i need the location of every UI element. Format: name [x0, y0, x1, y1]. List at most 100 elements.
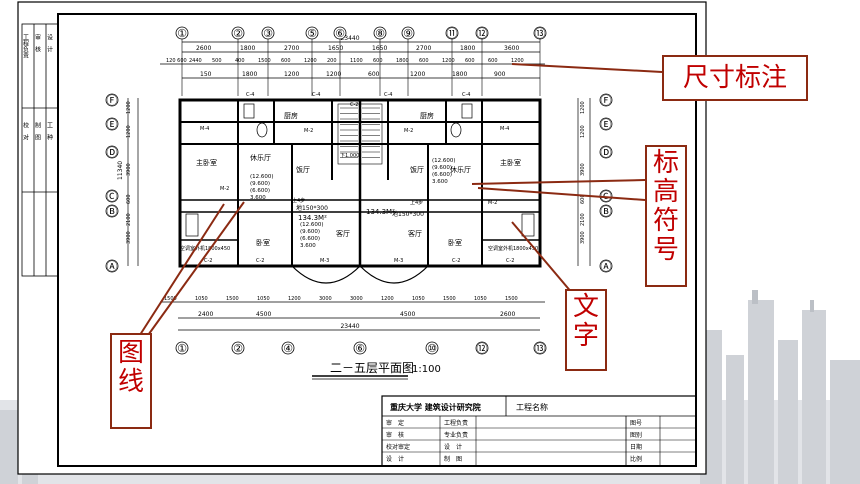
callout-leaders — [137, 63, 663, 339]
room-dining-left: 饭厅 — [296, 165, 310, 174]
title-block-right-label: 图号 — [630, 420, 642, 427]
axis-left-bubble-circle — [105, 145, 119, 159]
bottom-dimension-1: 1500 — [505, 296, 518, 302]
top-dimension-3: 1800 — [242, 71, 257, 78]
top-dimension-1: 1800 — [240, 45, 255, 52]
left-dimension: 1200 — [126, 125, 132, 138]
door-window-label: M-4 — [500, 126, 509, 132]
right-dimension: 600 — [580, 194, 586, 204]
elevation-value: (6.600) — [432, 172, 452, 178]
room-bedroom-left: 卧室 — [256, 238, 270, 247]
bottom-dimension-1: 1200 — [288, 296, 301, 302]
room-living-right: 客厅 — [408, 229, 422, 238]
title-block-row-label: 审 定 — [386, 419, 404, 427]
side-signature-block — [21, 23, 59, 277]
bottom-dimension-1: 1050 — [257, 296, 270, 302]
bottom-dimension-1: 3000 — [319, 296, 332, 302]
axis-top-bubble-circle — [261, 26, 275, 40]
axis-bottom-bubble-circle — [533, 341, 547, 355]
axis-right-bubble-circle — [599, 259, 613, 273]
right-dimension: 2100 — [580, 213, 586, 226]
top-dimension-1: 1800 — [460, 45, 475, 52]
axis-top-bubble-circle — [533, 26, 547, 40]
top-dimension-2: 600 — [373, 58, 383, 64]
axis-bottom-bubble-circle — [475, 341, 489, 355]
elevation-value: 3.600 — [432, 179, 448, 185]
side-block-label: 审 核 — [34, 33, 41, 53]
callout-lines: 图线 — [110, 333, 152, 429]
axis-top-bubble: ⑬ — [535, 27, 546, 40]
axis-top-bubble: ① — [177, 27, 187, 40]
axis-left-bubble: Ⓐ — [107, 260, 118, 273]
axis-bottom-bubble: ④ — [283, 342, 293, 355]
callout-char: 标 — [652, 148, 679, 178]
top-dimension-3: 1800 — [452, 71, 467, 78]
door-window-label: C-2 — [204, 258, 212, 264]
callout-dimension: 尺寸标注 — [662, 55, 808, 101]
elevation-value: (12.600) — [432, 158, 456, 164]
top-dimension-2: 1200 — [511, 58, 524, 64]
callout-char: 图 — [117, 338, 144, 368]
title-block-project: 工程名称 — [516, 402, 548, 412]
side-dimension-text: 1200120039006002100390011340120012003900… — [117, 101, 586, 244]
tile-right: 地150*300 — [392, 210, 424, 218]
top-dimension-lines — [160, 41, 545, 79]
bottom-dimension-1: 1050 — [412, 296, 425, 302]
axis-bottom-bubble-circle — [425, 341, 439, 355]
axis-bottom-bubble: ⑥ — [355, 342, 365, 355]
door-window-label: M-2 — [488, 200, 497, 206]
side-block-label: 工 种 — [46, 122, 53, 141]
door-window-label: C-2 — [350, 102, 358, 108]
callout-lines-text: 图线 — [112, 338, 150, 397]
axis-left-bubble: Ⓓ — [107, 146, 118, 159]
top-dimension-2: 600 — [419, 58, 429, 64]
axis-top-bubble: ⑪ — [447, 27, 458, 40]
bottom-dimension-2: 2600 — [500, 311, 515, 318]
top-dimension-1: 1650 — [372, 45, 387, 52]
axis-bottom-bubble-circle — [281, 341, 295, 355]
callout-char: 高 — [652, 177, 679, 208]
top-dimension-1: 2700 — [416, 45, 431, 52]
title-block-mid-label: 制 图 — [444, 455, 462, 463]
right-dimension: 1200 — [580, 101, 586, 114]
axis-right-bubble-circle — [599, 204, 613, 218]
axis-top-bubble-circle — [401, 26, 415, 40]
bottom-dimension-1: 1050 — [195, 296, 208, 302]
bottom-dimension-lines — [160, 301, 545, 331]
axis-left-bubble: Ⓔ — [107, 118, 118, 131]
callout-elevation: 标高符号 — [645, 145, 687, 287]
elevation-value: (9.600) — [250, 181, 270, 187]
right-dimension: 1200 — [580, 125, 586, 138]
side-block-label: 工程负责 — [22, 34, 29, 59]
elevation-stack-middle: (12.600)(9.600)(6.600)3.600 — [300, 222, 324, 249]
door-window-label: C-4 — [384, 92, 392, 98]
elevation-value: (6.600) — [250, 188, 270, 194]
bottom-dimension-2: 4500 — [400, 311, 415, 318]
top-dimension-3: 1200 — [284, 71, 299, 78]
ac-note-right: 空调室外机1800x450 — [488, 245, 538, 252]
top-dimension-2: 500 — [212, 58, 222, 64]
axis-bottom-bubble: ① — [177, 342, 187, 355]
axis-bottom-bubble: ⑩ — [427, 342, 437, 355]
axis-top-bubble: ⑫ — [477, 27, 488, 40]
title-block-mid-label: 工程负责 — [444, 419, 468, 427]
elevation-value: 3.600 — [300, 243, 316, 249]
bottom-dimension-1: 1500 — [226, 296, 239, 302]
elevation-value: (6.600) — [300, 236, 320, 242]
elevation-stack-left: (12.600)(9.600)(6.600)3.600 — [250, 174, 274, 201]
top-dimension-2: 600 — [488, 58, 498, 64]
title-block-right-label: 比例 — [630, 455, 642, 463]
axis-right-bubble-circle — [599, 93, 613, 107]
top-dimension-2: 400 — [235, 58, 245, 64]
axis-top-bubble: ⑨ — [403, 27, 413, 40]
room-kitchen-left: 厨房 — [284, 111, 298, 120]
callout-text: 文字 — [565, 289, 607, 371]
axis-bottom-bubble-circle — [353, 341, 367, 355]
left-dimension: 3900 — [126, 163, 132, 176]
axis-left-bubble: Ⓒ — [107, 190, 118, 203]
